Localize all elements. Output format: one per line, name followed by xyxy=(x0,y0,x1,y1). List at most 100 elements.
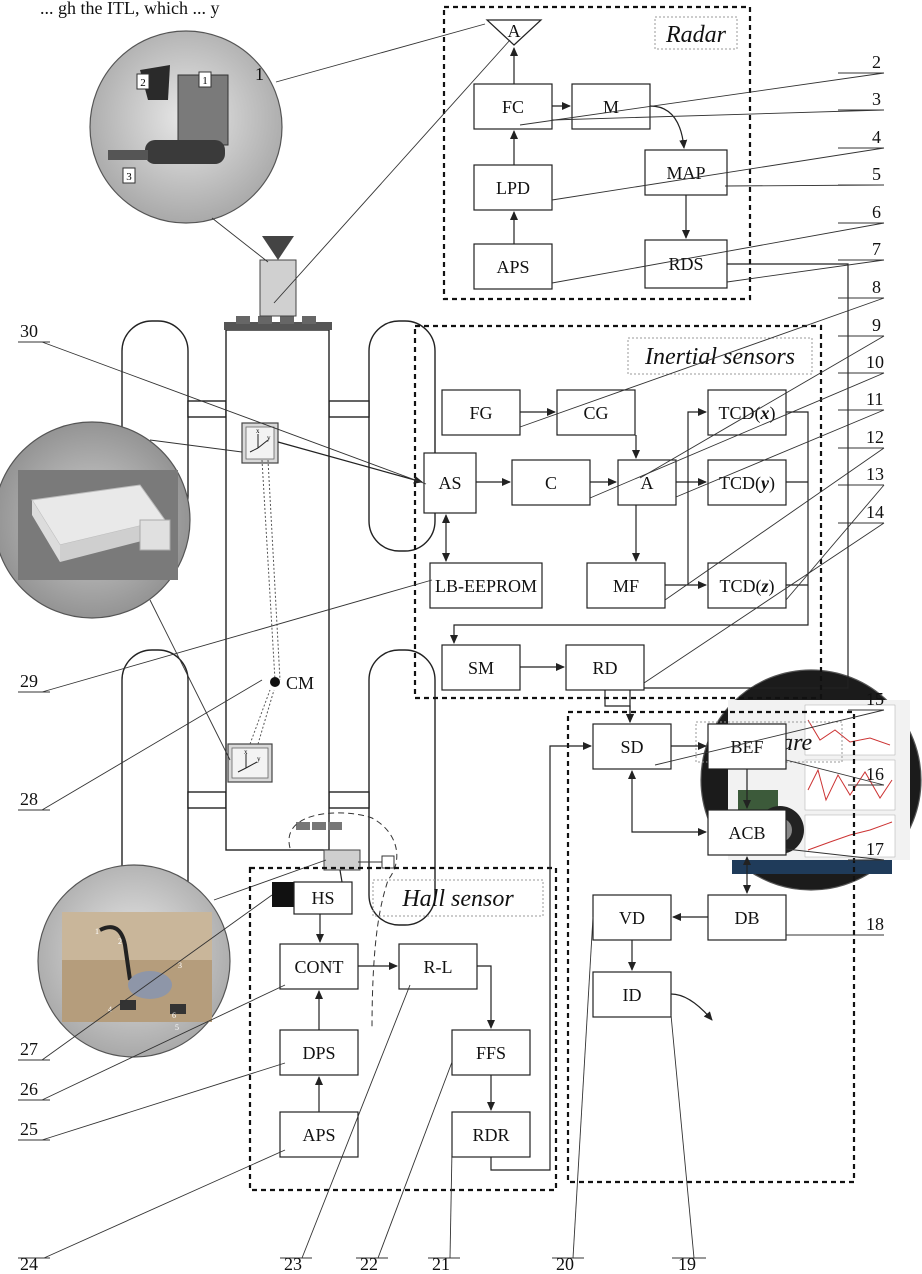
svg-text:DPS: DPS xyxy=(302,1043,335,1063)
svg-text:APS: APS xyxy=(302,1125,335,1145)
svg-text:3: 3 xyxy=(126,171,132,183)
block-hs xyxy=(293,881,353,915)
svg-text:2: 2 xyxy=(140,77,146,89)
block-rd xyxy=(565,644,645,691)
radar-horn-icon xyxy=(262,236,294,260)
svg-text:y: y xyxy=(267,434,271,442)
callout-14: 14 xyxy=(866,502,884,522)
accelerometer-rear-icon: xy xyxy=(227,743,273,783)
callout-20: 20 xyxy=(556,1254,574,1274)
svg-text:M: M xyxy=(603,97,619,117)
panel-title-radar: Radar xyxy=(665,22,727,48)
block-acb xyxy=(707,809,787,856)
callout-26: 26 xyxy=(20,1079,38,1099)
svg-text:DB: DB xyxy=(734,908,759,928)
svg-text:RDR: RDR xyxy=(472,1125,509,1145)
svg-text:MF: MF xyxy=(613,576,639,596)
svg-text:A: A xyxy=(641,473,654,493)
callout-12: 12 xyxy=(866,427,884,447)
callout-15: 15 xyxy=(866,689,884,709)
block-sm xyxy=(441,644,521,691)
callout-28: 28 xyxy=(20,789,38,809)
svg-text:y: y xyxy=(257,755,261,763)
block-map xyxy=(644,149,728,196)
antenna-icon xyxy=(485,19,543,46)
svg-text:VD: VD xyxy=(619,908,645,928)
panel-hall-sensor: Hall sensor HS CONT R-L DPS FFS APS RDR xyxy=(248,866,558,1192)
block-as xyxy=(423,452,477,514)
panel-inertial: Inertial sensors FG CG TCD(x) AS C A TCD… xyxy=(413,324,823,700)
svg-text:LPD: LPD xyxy=(496,178,530,198)
callout-9: 9 xyxy=(872,315,881,335)
caption-fragment: ... gh the ITL, which ... y xyxy=(40,0,219,18)
svg-text:2: 2 xyxy=(118,937,122,946)
svg-text:FFS: FFS xyxy=(476,1043,506,1063)
photo-software-screenshot xyxy=(700,669,922,891)
callout-2: 2 xyxy=(872,52,881,72)
svg-text:FG: FG xyxy=(469,403,492,423)
block-lpd xyxy=(473,164,553,211)
callout-16: 16 xyxy=(866,764,884,784)
callout-1: 1 xyxy=(255,64,264,84)
svg-text:FC: FC xyxy=(502,97,524,117)
cm-point xyxy=(270,677,280,687)
radar-housing xyxy=(259,259,297,317)
svg-text:4: 4 xyxy=(108,1005,112,1014)
axle-front-right xyxy=(328,400,370,418)
cm-label: CM xyxy=(286,673,314,693)
block-cont xyxy=(279,943,359,990)
svg-text:ID: ID xyxy=(623,985,642,1005)
svg-text:SD: SD xyxy=(620,737,643,757)
block-cg xyxy=(556,389,636,436)
callout-25: 25 xyxy=(20,1119,38,1139)
hall-magnet-icon xyxy=(272,882,294,907)
svg-text:RDS: RDS xyxy=(668,254,703,274)
callout-17: 17 xyxy=(866,839,884,859)
svg-text:MAP: MAP xyxy=(666,163,705,183)
callout-19: 19 xyxy=(678,1254,696,1274)
callout-22: 22 xyxy=(360,1254,378,1274)
block-fg xyxy=(441,389,521,436)
block-lb-eeprom xyxy=(429,562,543,609)
callout-numbers: 1 2 3 4 5 6 7 8 9 10 11 12 13 14 15 16 1… xyxy=(20,52,884,1274)
hall-zoom-outline xyxy=(288,812,398,1031)
callout-21: 21 xyxy=(432,1254,450,1274)
block-db xyxy=(707,894,787,941)
block-bef xyxy=(707,723,787,770)
svg-text:HS: HS xyxy=(311,888,334,908)
callout-leaders xyxy=(18,23,885,1259)
panel-software: Software SD BEF ACB DB VD ID xyxy=(566,710,856,1184)
wheel-front-right xyxy=(368,320,436,552)
callout-18: 18 xyxy=(866,914,884,934)
svg-text:3: 3 xyxy=(178,961,182,970)
block-vd xyxy=(592,894,672,941)
callout-7: 7 xyxy=(872,239,881,259)
callout-8: 8 xyxy=(872,277,881,297)
photo-accelerometer-unit xyxy=(0,421,191,619)
block-ffs xyxy=(451,1029,531,1076)
svg-text:1: 1 xyxy=(95,927,99,936)
block-sd xyxy=(592,723,672,770)
callout-13: 13 xyxy=(866,464,884,484)
svg-text:6: 6 xyxy=(172,1011,176,1020)
photo-hall-sensor-kit: 1 2 3 4 5 6 xyxy=(37,864,231,1058)
svg-text:CONT: CONT xyxy=(295,957,344,977)
svg-text:AS: AS xyxy=(438,473,461,493)
block-c xyxy=(511,459,591,506)
panel-title-hall: Hall sensor xyxy=(401,886,514,912)
block-m xyxy=(571,83,651,130)
block-mf xyxy=(586,562,666,609)
callout-11: 11 xyxy=(866,389,883,409)
front-bumper xyxy=(224,322,332,330)
photo-radar-unit: 2 1 3 xyxy=(89,30,283,224)
callout-6: 6 xyxy=(872,202,881,222)
svg-text:5: 5 xyxy=(175,1023,179,1032)
block-aps-radar xyxy=(473,243,553,290)
svg-text:APS: APS xyxy=(496,257,529,277)
callout-4: 4 xyxy=(872,127,881,147)
svg-text:TCD(z): TCD(z) xyxy=(719,576,774,597)
svg-text:LB-EEPROM: LB-EEPROM xyxy=(435,576,537,596)
hall-sensor-mount xyxy=(323,849,361,871)
block-tcd-z xyxy=(707,562,787,609)
